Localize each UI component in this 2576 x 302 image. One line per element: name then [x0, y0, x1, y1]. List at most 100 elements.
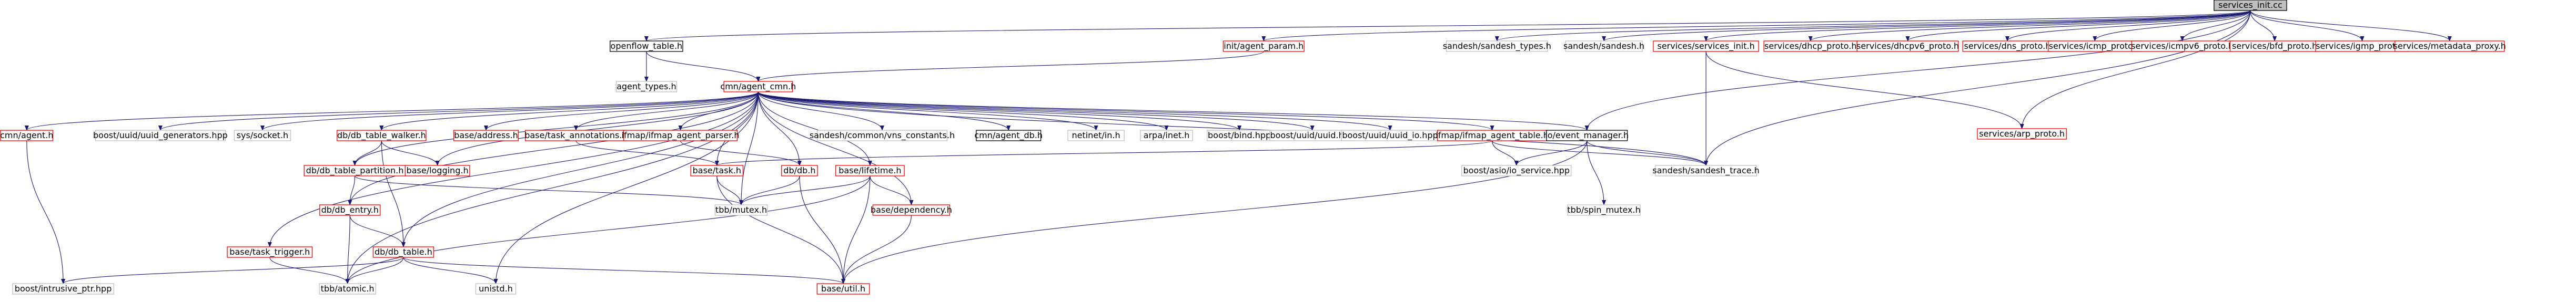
node-db-db[interactable]: db/db.h — [781, 165, 818, 176]
node-base-dependency[interactable]: base/dependency.h — [871, 204, 952, 216]
node-label: boost/uuid/uuid_generators.hpp — [93, 130, 228, 141]
node-tbb-spin-mutex[interactable]: tbb/spin_mutex.h — [1567, 204, 1641, 216]
node-base-util[interactable]: base/util.h — [816, 283, 870, 295]
node-agent-types[interactable]: agent_types.h — [615, 81, 677, 92]
edge-root-to-openflow — [644, 10, 2251, 41]
node-box — [690, 165, 744, 176]
node-box — [1140, 130, 1193, 141]
node-label: services_init.cc — [2218, 0, 2282, 11]
node-io-event-manager[interactable]: io/event_manager.h — [1545, 130, 1629, 141]
node-tbb-atomic[interactable]: tbb/atomic.h — [319, 283, 376, 295]
node-box — [12, 283, 115, 295]
node-box — [714, 204, 768, 216]
node-db-table-walker[interactable]: db/db_table_walker.h — [337, 130, 427, 141]
node-asio-io-service[interactable]: boost/asio/io_service.hpp — [1461, 165, 1572, 176]
node-services-init-h[interactable]: services/services_init.h — [1653, 40, 1759, 52]
node-box — [1856, 40, 1959, 52]
edge-cmn-agent-cmn-to-unistd — [493, 91, 759, 284]
edge-root-to-bfd-proto — [2250, 10, 2277, 41]
node-cmn-agent-db[interactable]: cmn/agent_db.h — [974, 130, 1043, 141]
node-base-address[interactable]: base/address.h — [453, 130, 519, 141]
node-label: services/services_init.h — [1657, 41, 1754, 51]
node-cmn-agent-cmn[interactable]: cmn/agent_cmn.h — [720, 81, 796, 92]
node-box — [1546, 130, 1628, 141]
node-init-param[interactable]: init/agent_param.h — [1223, 40, 1305, 52]
node-label: tbb/mutex.h — [715, 205, 767, 215]
node-label: ifmap/ifmap_agent_table.h — [1436, 130, 1549, 141]
node-box — [1653, 40, 1759, 52]
node-db-entry[interactable]: db/db_entry.h — [319, 204, 381, 216]
node-boost-bind[interactable]: boost/bind.hpp — [1207, 130, 1272, 141]
node-arpa-inet[interactable]: arpa/inet.h — [1140, 130, 1193, 141]
edge-root-to-icmpv6-proto — [2180, 10, 2251, 41]
node-igmp-proto[interactable]: services/igmp_proto.h — [2315, 40, 2409, 52]
node-ifmap-agent-table[interactable]: ifmap/ifmap_agent_table.h — [1436, 130, 1549, 141]
node-uuid-io[interactable]: boost/uuid/uuid_io.hpp — [1341, 130, 1439, 141]
node-root[interactable]: services_init.cc — [2214, 0, 2287, 11]
edge-cmn-agent-cmn-to-base-task — [714, 91, 759, 166]
edge-db-table-walker-to-db-table-partition — [352, 140, 382, 166]
edge-cmn-agent-cmn-to-tbb-mutex — [739, 91, 759, 205]
edge-db-table-walker-to-base-logging — [381, 140, 440, 166]
edge-db-table-to-tbb-atomic — [345, 257, 404, 284]
edge-ifmap-agent-parser-to-db-db — [680, 140, 802, 166]
node-arp-proto[interactable]: services/arp_proto.h — [1977, 128, 2067, 140]
node-icmpv6-proto[interactable]: services/icmpv6_proto.h — [2131, 40, 2234, 52]
node-box — [1223, 40, 1305, 52]
node-label: base/lifetime.h — [839, 165, 901, 175]
node-tbb-mutex[interactable]: tbb/mutex.h — [714, 204, 768, 216]
node-box — [1461, 165, 1572, 176]
node-base-lifetime[interactable]: base/lifetime.h — [835, 165, 905, 176]
node-icmp-proto[interactable]: services/icmp_proto.h — [2048, 40, 2142, 52]
node-db-table[interactable]: db/db_table.h — [372, 246, 434, 258]
node-box — [835, 165, 905, 176]
node-label: tbb/spin_mutex.h — [1567, 205, 1640, 215]
edge-cmn-agent-cmn-to-base-logging — [435, 91, 759, 166]
edge-cmn-agent-cmn-to-db-entry — [348, 91, 759, 205]
node-label: services/icmpv6_proto.h — [2131, 41, 2234, 51]
node-ifmap-agent-parser[interactable]: ifmap/ifmap_agent_parser.h — [622, 130, 740, 141]
edge-cmn-agent-cmn-to-sys-socket — [260, 91, 759, 131]
edge-root-to-sandesh-trace — [1704, 10, 2251, 166]
node-openflow[interactable]: openflow_table.h — [610, 40, 683, 52]
node-netinet-in[interactable]: netinet/in.h — [1067, 130, 1125, 141]
node-sandesh-types[interactable]: sandesh/sandesh_types.h — [1443, 40, 1551, 52]
node-label: io/event_manager.h — [1545, 130, 1629, 141]
edge-io-event-manager-to-asio-io-service — [1514, 140, 1588, 166]
node-dns-proto[interactable]: services/dns_proto.h — [1962, 40, 2053, 52]
node-label: services/metadata_proxy.h — [2393, 41, 2506, 51]
node-sandesh-trace[interactable]: sandesh/sandesh_trace.h — [1652, 165, 1760, 176]
edge-openflow-to-cmn-agent-cmn — [646, 51, 761, 82]
node-unistd[interactable]: unistd.h — [475, 283, 517, 295]
node-box — [319, 283, 376, 295]
node-label: boost/asio/io_service.hpp — [1463, 165, 1570, 176]
node-label: services/bfd_proto.h — [2232, 41, 2317, 51]
node-base-task[interactable]: base/task.h — [690, 165, 744, 176]
node-dhcp-proto[interactable]: services/dhcp_proto.h — [1763, 40, 1857, 52]
node-dhcpv6-proto[interactable]: services/dhcpv6_proto.h — [1856, 40, 1959, 52]
node-base-logging[interactable]: base/logging.h — [405, 165, 470, 176]
node-label: cmn/agent.h — [0, 130, 53, 140]
node-uuid-gen[interactable]: boost/uuid/uuid_generators.hpp — [93, 130, 228, 141]
node-vns-constants[interactable]: sandesh/common/vns_constants.h — [810, 130, 955, 141]
node-bfd-proto[interactable]: services/bfd_proto.h — [2229, 40, 2320, 52]
node-db-table-partition[interactable]: db/db_table_partition.h — [304, 165, 406, 176]
node-task-trigger[interactable]: base/task_trigger.h — [227, 246, 313, 258]
edge-cmn-agent-cmn-to-db-table-partition — [352, 91, 759, 166]
node-metadata-proxy[interactable]: services/metadata_proxy.h — [2393, 40, 2506, 52]
node-cmn-agent[interactable]: cmn/agent.h — [0, 130, 53, 141]
edge-root-to-sandesh-h — [1602, 10, 2251, 41]
node-label: services/dhcpv6_proto.h — [1856, 41, 1959, 51]
edge-init-param-to-cmn-agent-cmn — [756, 51, 1264, 82]
node-label: boost/bind.hpp — [1208, 130, 1271, 140]
node-label: base/task.h — [693, 165, 741, 175]
node-label: services/icmp_proto.h — [2049, 41, 2141, 51]
node-sandesh-h[interactable]: sandesh/sandesh.h — [1563, 40, 1644, 52]
node-task-annotations[interactable]: base/task_annotations.h — [524, 130, 628, 141]
edge-cmn-agent-cmn-to-sandesh-trace — [757, 91, 1708, 166]
edge-cmn-agent-cmn-to-cmn-agent-db — [757, 91, 1011, 131]
node-intrusive-ptr[interactable]: boost/intrusive_ptr.hpp — [12, 283, 115, 295]
node-label: arpa/inet.h — [1144, 130, 1190, 140]
node-sys-socket[interactable]: sys/socket.h — [234, 130, 291, 141]
node-uuid-hpp[interactable]: boost/uuid/uuid.hpp — [1269, 130, 1356, 141]
